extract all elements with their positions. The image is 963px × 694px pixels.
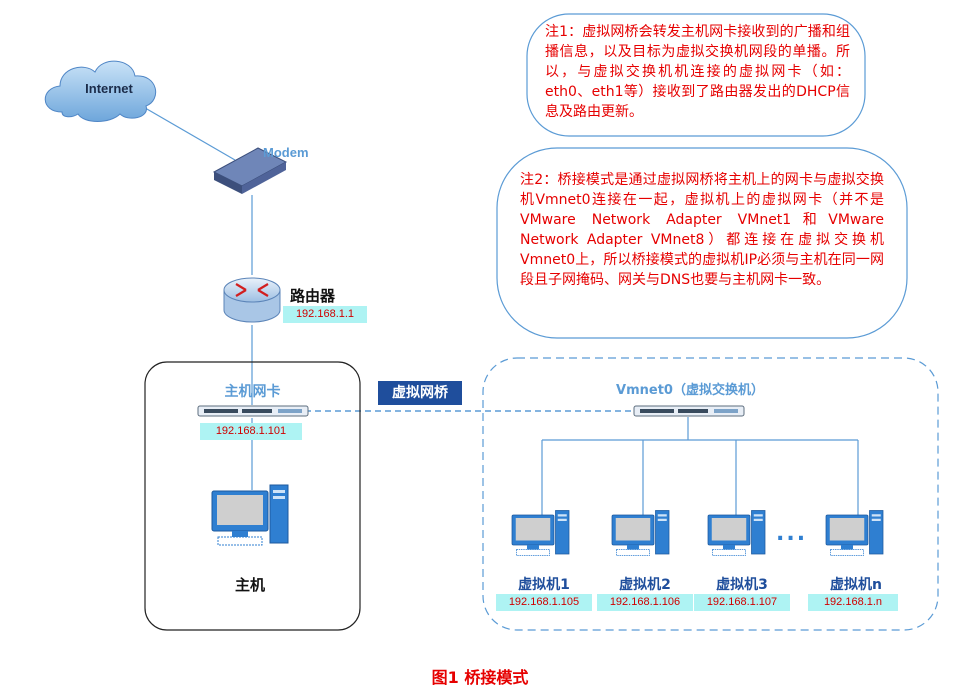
host-box <box>144 361 361 631</box>
vm-ip: 192.168.1.106 <box>597 594 693 611</box>
vm-ip: 192.168.1.n <box>808 594 898 611</box>
figure-caption: 图1 桥接模式 <box>431 668 529 687</box>
more-vms-ellipsis: ... <box>776 521 808 546</box>
bridge-label: 虚拟网桥 <box>378 381 462 405</box>
note1-text: 注1：虚拟网桥会转发主机网卡接收到的广播和组播信息，以及目标为虚拟交换机网段的单… <box>545 24 850 120</box>
host-pc-icon <box>211 484 289 546</box>
vm-label: 虚拟机3 <box>716 577 768 593</box>
vswitch-icon <box>633 405 745 417</box>
internet-label: Internet <box>85 81 133 96</box>
note1-bubble <box>526 13 866 137</box>
host-nic-label: 主机网卡 <box>224 384 281 400</box>
vm-label: 虚拟机1 <box>518 577 570 593</box>
virtual-area <box>482 357 939 631</box>
vm-computer-icon <box>511 510 570 556</box>
vm-icons <box>511 510 884 556</box>
modem-label: Modem <box>263 145 309 160</box>
vm-ip: 192.168.1.105 <box>496 594 592 611</box>
note2-text: 注2：桥接模式是通过虚拟网桥将主机上的网卡与虚拟交换机Vmnet0连接在一起，虚… <box>520 172 884 288</box>
internet-cloud-icon <box>44 60 157 122</box>
router-ip: 192.168.1.1 <box>283 306 367 323</box>
connection-lines <box>139 104 859 515</box>
vm-label: 虚拟机2 <box>619 577 671 593</box>
vm-ip: 192.168.1.107 <box>694 594 790 611</box>
host-nic-icon <box>197 405 309 417</box>
note2-bubble <box>496 147 908 339</box>
modem-icon <box>212 147 288 194</box>
vm-label: 虚拟机n <box>830 577 882 593</box>
host-label: 主机 <box>234 576 265 594</box>
host-nic-ip: 192.168.1.101 <box>200 423 302 440</box>
router-label: 路由器 <box>290 287 336 305</box>
vm-computer-icon <box>611 510 670 556</box>
vm-computer-icon <box>707 510 766 556</box>
vswitch-label: Vmnet0（虚拟交换机） <box>616 383 764 398</box>
vm-computer-icon <box>825 510 884 556</box>
router-icon <box>223 277 281 323</box>
